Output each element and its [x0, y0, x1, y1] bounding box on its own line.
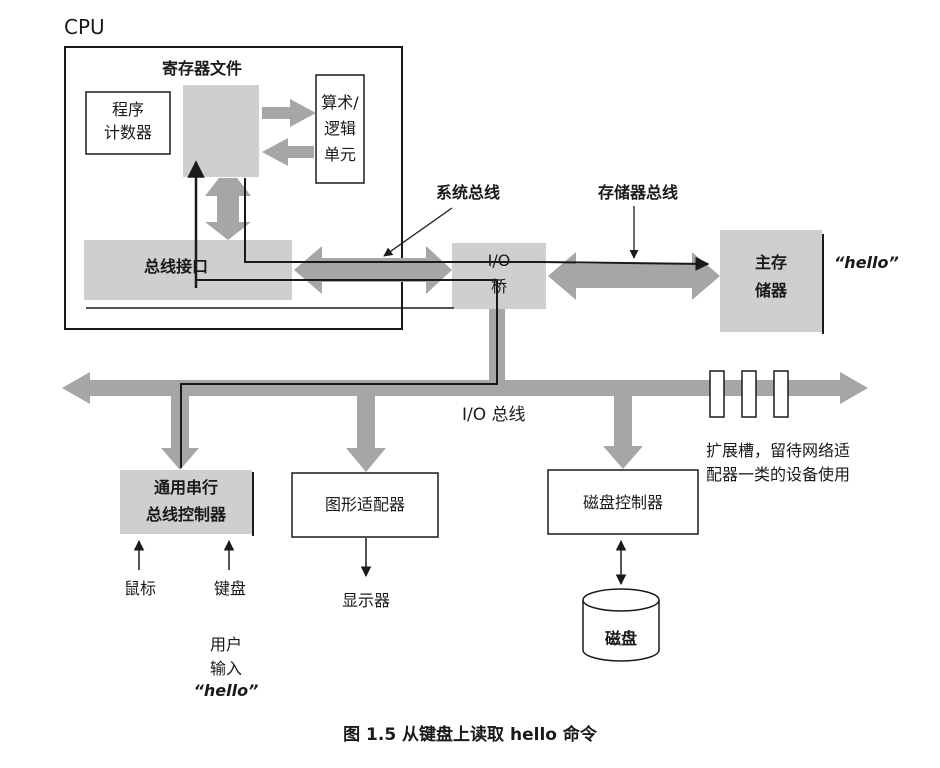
expansion-slot-3	[773, 370, 789, 418]
pc-label-line2: 计数器	[103, 123, 152, 142]
expansion-slot-1	[709, 370, 725, 418]
figure-caption: 图 1.5 从键盘上读取 hello 命令	[343, 725, 597, 745]
expansion-label-line2: 配器一类的设备使用	[706, 465, 851, 484]
register-file-block	[183, 85, 259, 177]
disk-controller-block	[547, 469, 699, 535]
io-bus-arrow	[62, 372, 868, 404]
hello-path-output	[244, 178, 710, 271]
main-memory-label-line1: 主存	[754, 253, 787, 272]
system-bus-arrow	[294, 246, 452, 294]
alu-label-line2: 逻辑	[323, 119, 356, 138]
io-bridge-label-line2: 桥	[490, 277, 507, 296]
graphics-adapter-block	[291, 472, 439, 538]
expansion-label-line1: 扩展槽，留待网络适	[706, 441, 851, 460]
alu-to-regfile-arrow	[262, 138, 314, 166]
iobus-to-graphics-arrow	[346, 396, 386, 472]
mouse-label: 鼠标	[123, 579, 156, 598]
alu-label-line1: 算术/	[321, 93, 359, 112]
iobus-to-disk-controller-arrow	[603, 396, 643, 469]
register-file-label: 寄存器文件	[162, 59, 243, 78]
usb-controller-label-line1: 通用串行	[153, 478, 218, 497]
user-input-line3: “hello”	[193, 681, 259, 700]
system-bus-label: 系统总线	[436, 183, 501, 202]
keyboard-label: 键盘	[213, 579, 246, 598]
main-memory-block	[720, 230, 822, 332]
user-input-line1: 用户	[209, 635, 242, 654]
memory-bus-label: 存储器总线	[598, 183, 679, 202]
disk-label: 磁盘	[604, 629, 637, 648]
disk-cylinder	[582, 600, 660, 662]
main-memory-label-line2: 储器	[754, 281, 787, 300]
main-memory-content: “hello”	[834, 253, 899, 272]
bus-interface-block	[84, 240, 292, 300]
pc-block	[85, 91, 171, 155]
memory-bus-arrow	[548, 252, 720, 300]
usb-controller-block	[120, 470, 252, 534]
disk-cylinder-top	[582, 588, 660, 612]
bus-interface-label: 总线接口	[144, 257, 209, 276]
io-bridge-label-line1: I/O	[487, 251, 511, 270]
regfile-businterface-arrow	[205, 178, 251, 240]
alu-block	[315, 74, 365, 184]
expansion-slot-2	[741, 370, 757, 418]
usb-controller-label-line2: 总线控制器	[145, 505, 226, 524]
cpu-chip	[64, 46, 403, 330]
io-bus-label: I/O 总线	[462, 405, 526, 425]
system-bus-pointer	[383, 207, 453, 257]
pc-label-line1: 程序	[111, 100, 144, 119]
alu-label-line3: 单元	[323, 145, 356, 164]
display-label: 显示器	[341, 591, 390, 610]
regfile-to-alu-arrow	[262, 99, 316, 127]
cpu-label: CPU	[64, 15, 105, 39]
disk-controller-label: 磁盘控制器	[582, 493, 663, 512]
io-bridge-block	[452, 243, 546, 309]
graphics-adapter-label: 图形适配器	[324, 495, 405, 514]
user-input-line2: 输入	[209, 659, 242, 678]
